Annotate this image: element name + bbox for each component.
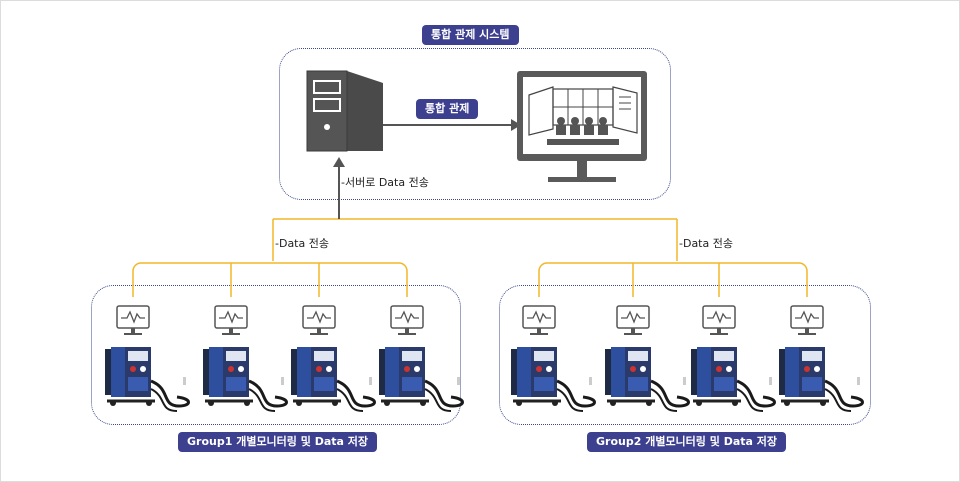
data-connector-lines	[132, 218, 808, 297]
monitoring-station	[691, 305, 776, 412]
monitoring-station	[605, 305, 690, 412]
welding-machine-icon	[291, 347, 376, 412]
uplink-label: -서버로 Data 전송	[341, 176, 429, 189]
welding-machine-icon	[779, 347, 864, 412]
small-monitor-icon	[214, 305, 248, 335]
welding-machine-icon	[203, 347, 288, 412]
small-monitor-icon	[616, 305, 650, 335]
small-monitor-icon	[390, 305, 424, 335]
small-monitor-icon	[522, 305, 556, 335]
server-icon	[306, 70, 383, 152]
group2-title: Group2 개별모니터링 및 Data 저장	[587, 432, 787, 452]
welding-machine-icon	[511, 347, 596, 412]
monitoring-station	[511, 305, 596, 412]
monitoring-station	[105, 305, 190, 412]
central-link-label: 통합 관제	[416, 99, 479, 119]
group1-title: Group1 개별모니터링 및 Data 저장	[178, 432, 378, 452]
group1-data-label: -Data 전송	[275, 237, 329, 250]
group1-box	[91, 285, 461, 425]
uplink-arrow	[333, 157, 345, 219]
small-monitor-icon	[702, 305, 736, 335]
welding-machine-icon	[605, 347, 690, 412]
central-system-title: 통합 관제 시스템	[422, 25, 519, 45]
group2-box	[499, 285, 871, 425]
welding-machine-icon	[691, 347, 776, 412]
small-monitor-icon	[116, 305, 150, 335]
welding-stations	[105, 305, 864, 412]
monitoring-station	[779, 305, 864, 412]
monitoring-station	[379, 305, 464, 412]
monitoring-station	[203, 305, 288, 412]
monitoring-station	[291, 305, 376, 412]
welding-machine-icon	[105, 347, 190, 412]
small-monitor-icon	[302, 305, 336, 335]
small-monitor-icon	[790, 305, 824, 335]
link-arrow	[383, 119, 521, 131]
central-control-box	[279, 48, 671, 200]
group2-data-label: -Data 전송	[679, 237, 733, 250]
control-room-monitor-icon	[517, 71, 647, 182]
welding-machine-icon	[379, 347, 464, 412]
